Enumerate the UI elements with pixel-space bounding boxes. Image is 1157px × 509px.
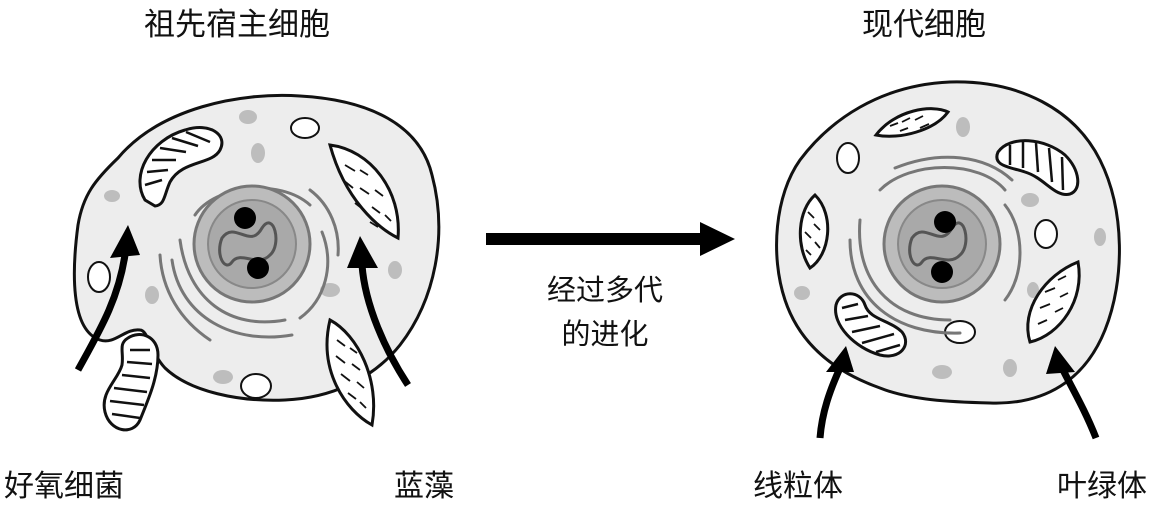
process-line-2: 的进化: [561, 317, 649, 351]
mitochondria-arrow: [816, 346, 854, 439]
modern-mitochondrion-top-right: [995, 139, 1080, 196]
process-caption: 经过多代 的进化: [520, 268, 690, 356]
chloroplast-arrow: [1046, 346, 1100, 440]
ancestral-host-cell: [72, 93, 441, 432]
label-cyanobacteria: 蓝藻: [394, 469, 454, 504]
nucleus-right: [882, 184, 1002, 304]
vesicles: [104, 110, 402, 384]
evolution-arrow: [486, 222, 735, 256]
aerobic-bacterium: [102, 333, 160, 432]
cyanobacterium: [325, 317, 376, 428]
label-chloroplast: 叶绿体: [1057, 469, 1147, 504]
right-title: 现代细胞: [862, 7, 986, 43]
process-line-1: 经过多代: [546, 273, 663, 307]
modern-cell: [775, 80, 1121, 440]
left-title: 祖先宿主细胞: [144, 7, 330, 43]
er-modern: [848, 155, 1022, 335]
chloroplast-in-host: [327, 143, 400, 241]
vacuoles: [87, 117, 320, 399]
nucleus-left: [192, 184, 312, 304]
mitochondrion-in-host: [138, 126, 224, 208]
modern-chloroplast-right: [1026, 259, 1081, 344]
modern-mitochondrion-bottom: [834, 292, 908, 358]
vesicles-modern: [794, 117, 1106, 379]
label-aerobic-bacteria: 好氧细菌: [4, 469, 124, 504]
entry-arrow-left: [74, 225, 140, 372]
modern-chloroplast-left: [798, 192, 830, 271]
modern-chloroplast-top: [873, 107, 951, 138]
endoplasmic-reticulum: [158, 186, 340, 342]
entry-arrow-right: [347, 236, 411, 387]
label-mitochondria: 线粒体: [753, 469, 843, 504]
